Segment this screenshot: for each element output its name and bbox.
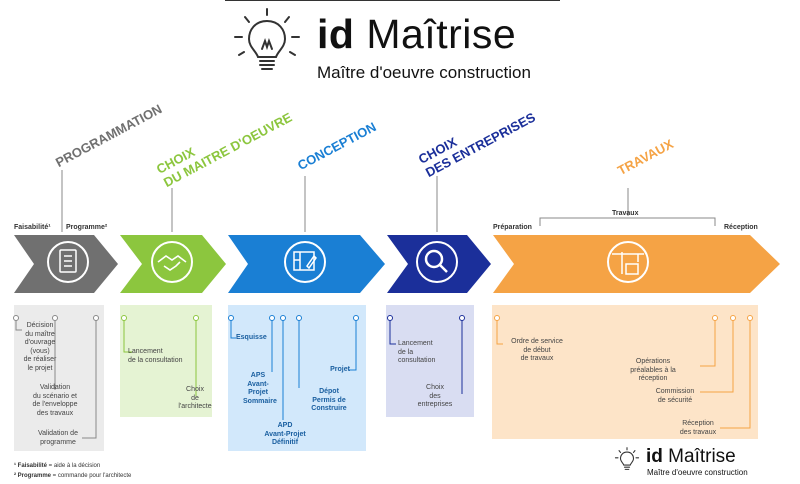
item-aps: APS Avant- Projet Sommaire [243,372,277,405]
brand-name: id Maîtrise [317,11,517,57]
footnote-programme: ² Programme = commande pour l'architecte [14,473,132,479]
arrow-conception [228,235,385,293]
logo-footer: id Maîtrise Maître d'oeuvre construction [612,444,752,480]
box-conception [228,305,366,451]
item-commission-securite: Commission de sécurité [655,388,695,404]
arrow-choix-moe [120,235,226,293]
item-operations-prealables: Opérations préalables à la réception [630,358,676,382]
label-programme: Programme² [66,224,108,231]
item-depot-pc: Dépot Permis de Construire [311,388,347,412]
blueprint-icon [293,251,317,271]
brand-name-footer: id Maîtrise [646,446,736,467]
arrow-programmation [14,235,118,293]
box-choix-moe [120,305,212,417]
item-choix-entreprises: Choix des entreprises [417,384,453,408]
logo-header: id Maîtrise Maître d'oeuvre construction [225,0,560,85]
item-validation-scenario: Validation du scénario et de l'enveloppe… [32,384,78,417]
crane-icon [612,252,644,275]
box-choix-entreprises [386,305,474,417]
brand-tagline-footer: Maître d'oeuvre construction [647,468,748,477]
label-reception: Réception [724,224,758,231]
label-travaux: Travaux [612,210,639,217]
footnote-faisabilite: ¹ Faisabilité = aide à la décision [14,463,101,469]
item-ordre-service: Ordre de service de début de travaux [511,338,563,362]
item-lancement-consultation-ent: Lancement de la consultation [398,340,436,364]
brand-tagline: Maître d'oeuvre construction [317,63,531,82]
box-travaux [492,305,758,439]
item-choix-architecte: Choix de l'architecte [178,386,212,410]
handshake-icon [157,255,187,271]
box-programmation [14,305,104,451]
item-reception-travaux: Réception des travaux [679,420,717,436]
item-decision: Décision du maître d'ouvrage (vous) de r… [23,322,57,372]
label-preparation: Préparation [493,224,532,231]
lightbulb-icon [234,8,300,70]
item-lancement-consultation-moe: Lancement de la consultation [128,348,183,364]
item-projet: Projet [330,366,350,373]
magnifier-icon [424,249,448,273]
lightbulb-icon [614,447,640,470]
checklist-icon [59,249,77,273]
item-esquisse: Esquisse [236,334,267,341]
item-validation-programme: Validation de programme [38,430,78,446]
item-apd: APD Avant-Projet Définitif [264,422,306,446]
label-faisabilite: Faisabilité¹ [14,224,51,231]
